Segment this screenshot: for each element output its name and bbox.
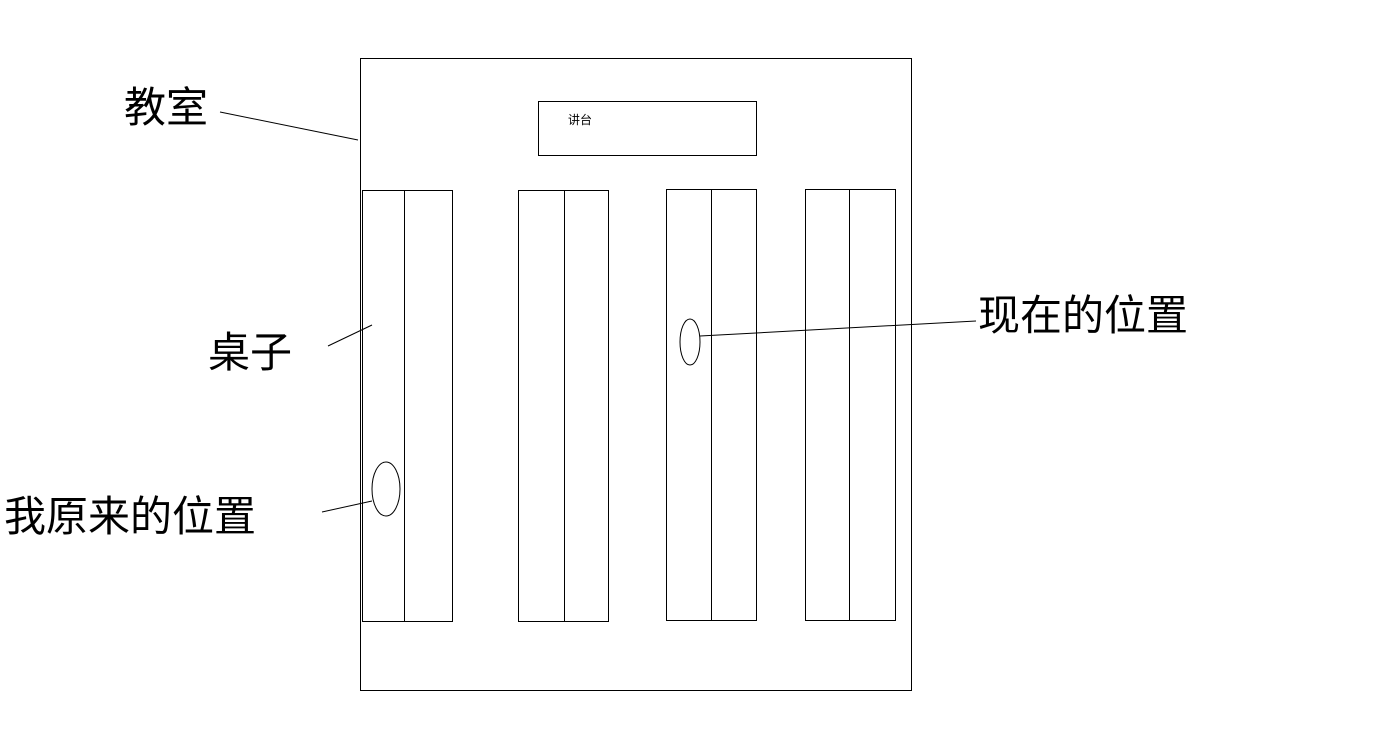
original-position-marker <box>371 461 401 517</box>
desk-label: 桌子 <box>208 328 292 377</box>
classroom-outline <box>360 58 912 691</box>
desk-column-1 <box>362 190 453 622</box>
current-position-marker <box>679 318 701 366</box>
current-position-label: 现在的位置 <box>978 291 1188 340</box>
desk <box>362 190 453 622</box>
current-position-leader-line <box>699 320 977 337</box>
classroom-label: 教室 <box>124 83 208 132</box>
desk-column-4 <box>805 189 896 621</box>
classroom-leader-line <box>219 111 359 141</box>
desk-leader-line <box>327 324 373 347</box>
desk <box>518 190 609 622</box>
desk-column-2 <box>518 190 609 622</box>
podium-label: 讲台 <box>568 112 592 127</box>
desk-column-3 <box>666 189 757 621</box>
original-position-label: 我原来的位置 <box>4 492 256 541</box>
desk <box>805 189 896 621</box>
original-position-leader-line <box>321 500 373 513</box>
podium-box <box>538 101 757 156</box>
